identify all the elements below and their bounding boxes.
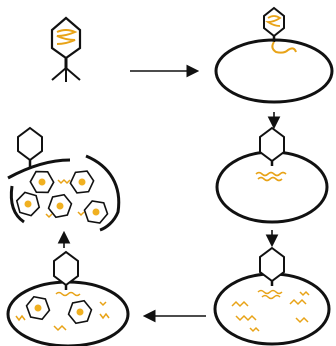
stage-lysis-release (7, 126, 121, 232)
released-phages (15, 170, 109, 224)
dna-fragments (15, 291, 110, 332)
escaping-phage (17, 126, 43, 168)
ruptured-cell-wall-right (85, 154, 121, 232)
stage-free-phage (50, 16, 82, 82)
viral-dna-strand (255, 171, 287, 177)
ruptured-cell-wall-left (9, 185, 25, 224)
viral-dna-strand (257, 176, 283, 182)
free-bacteriophage (50, 16, 82, 82)
ruptured-cell-wall-top (7, 158, 71, 180)
stage-dna-integration (215, 126, 329, 224)
replicated-dna-fragments (231, 289, 310, 333)
stage-assembly (6, 250, 130, 346)
injected-dna (271, 41, 297, 54)
dna-fragments (45, 178, 85, 219)
new-phage-heads (25, 295, 93, 325)
stage-attachment-injection (214, 6, 334, 104)
stage-replication (213, 246, 331, 346)
